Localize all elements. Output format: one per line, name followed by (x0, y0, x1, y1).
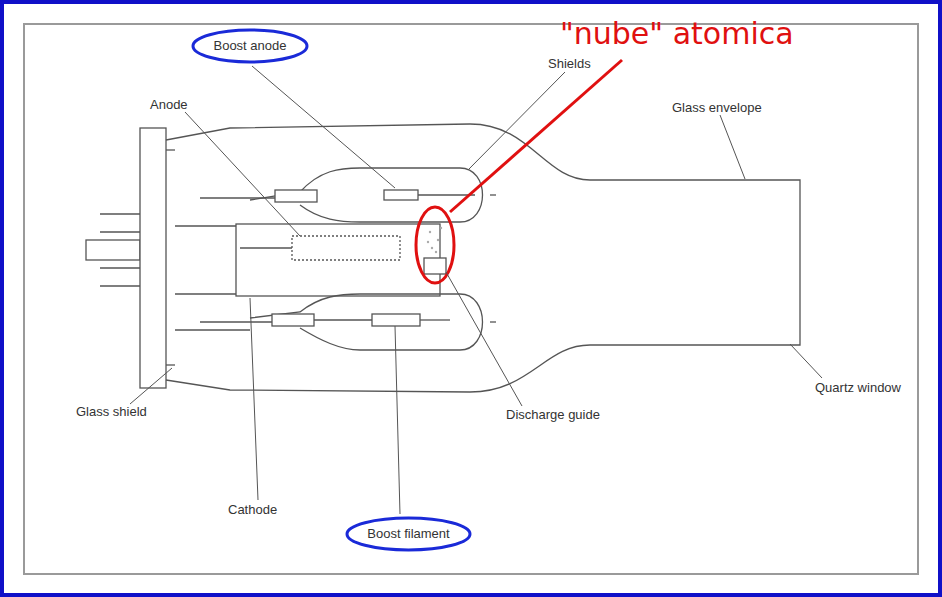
part-label: Glass shield (76, 404, 147, 420)
circled-part-name: Boost anode (191, 28, 309, 64)
circled-part-name: Boost filament (345, 516, 472, 552)
part-name: Boost filament (345, 526, 472, 542)
part-label: Cathode (228, 502, 277, 518)
part-label: Discharge guide (506, 407, 600, 423)
part-label: Glass envelope (672, 100, 762, 116)
part-name: Boost anode (191, 38, 309, 54)
part-label: Shields (548, 56, 591, 72)
part-label: Quartz window (815, 380, 901, 396)
annotation: "nube" atomica (560, 16, 794, 52)
part-label: Anode (150, 97, 188, 113)
